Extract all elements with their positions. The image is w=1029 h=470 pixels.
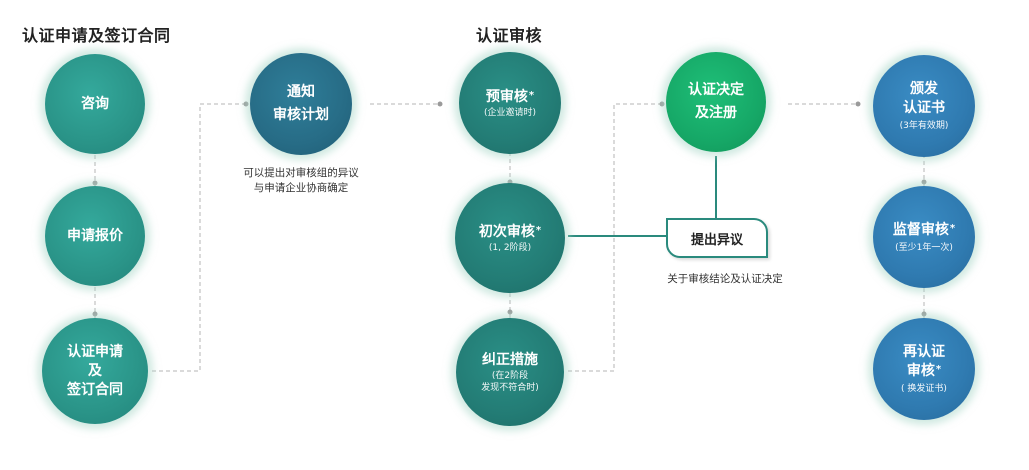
node-corrective: 纠正措施 (在2阶段 发现不符合时) — [456, 318, 564, 426]
node-surveillance-title: 监督审核* — [892, 221, 956, 238]
node-notify-line2: 审核计划 — [273, 107, 329, 123]
star-mark: * — [535, 224, 542, 236]
node-decision-line2: 及注册 — [695, 105, 737, 121]
node-recert-sub: ( 换发证书) — [901, 384, 947, 394]
node-consult-title: 咨询 — [81, 95, 109, 112]
connector-dot — [92, 180, 98, 186]
notify-note-line1: 可以提出对审核组的异议 — [243, 167, 359, 179]
objection-box: 提出异议 — [666, 218, 768, 258]
star-mark: * — [528, 89, 535, 101]
notify-note: 可以提出对审核组的异议 与申请企业协商确定 — [228, 166, 374, 196]
node-pre-audit-title: 预审核* — [485, 88, 535, 105]
node-initial-audit-sub: (1, 2阶段) — [488, 242, 532, 253]
node-notify-line1: 通知 — [287, 84, 315, 100]
node-application-line1: 认证申请 — [67, 343, 123, 360]
node-decision: 认证决定 及注册 — [666, 52, 766, 152]
notify-note-line2: 与申请企业协商确定 — [253, 182, 349, 194]
connector-dot — [855, 101, 861, 107]
heading-audit: 认证审核 — [476, 26, 543, 45]
connector-dot — [507, 309, 513, 315]
connector-corrective-decision — [568, 103, 662, 372]
node-consult: 咨询 — [45, 54, 145, 154]
node-decision-line1: 认证决定 — [688, 82, 744, 98]
node-surveillance-sub: (至少1年一次) — [895, 242, 953, 253]
node-recertification: 再认证 审核* ( 换发证书) — [873, 318, 975, 420]
node-issue-line1: 颁发 — [910, 81, 938, 97]
node-application-line3: 签订合同 — [67, 381, 123, 398]
node-issue-certificate: 颁发 认证书 (3年有效期) — [873, 55, 975, 157]
node-initial-audit: 初次审核* (1, 2阶段) — [455, 183, 565, 293]
node-quote: 申请报价 — [45, 186, 145, 286]
node-recert-line2: 审核* — [906, 363, 942, 379]
node-notify: 通知 审核计划 — [250, 53, 352, 155]
node-application-line2: 及 — [88, 362, 102, 379]
star-mark: * — [949, 222, 956, 234]
connector-dot — [921, 179, 927, 185]
node-pre-audit-sub: (企业邀请时) — [483, 107, 537, 118]
heading-application: 认证申请及签订合同 — [22, 26, 171, 45]
node-corrective-sub1: (在2阶段 — [491, 370, 529, 381]
node-issue-sub: (3年有效期) — [899, 121, 949, 131]
connector-dot — [243, 101, 249, 107]
node-initial-audit-title: 初次审核* — [478, 223, 542, 240]
connector-dot — [437, 101, 443, 107]
node-issue-line2: 认证书 — [903, 100, 945, 116]
node-corrective-sub2: 发现不符合时) — [481, 382, 539, 393]
node-corrective-title: 纠正措施 — [482, 351, 538, 368]
objection-note: 关于审核结论及认证决定 — [667, 273, 783, 285]
connector-dot — [659, 101, 665, 107]
star-mark: * — [935, 364, 942, 375]
node-surveillance: 监督审核* (至少1年一次) — [873, 186, 975, 288]
connector-dot — [92, 311, 98, 317]
node-pre-audit: 预审核* (企业邀请时) — [459, 52, 561, 154]
connector-apply-notify — [152, 103, 246, 372]
connector-dot — [921, 311, 927, 317]
node-recert-line1: 再认证 — [903, 344, 945, 360]
node-application: 认证申请 及 签订合同 — [42, 318, 148, 424]
node-quote-title: 申请报价 — [67, 227, 123, 244]
